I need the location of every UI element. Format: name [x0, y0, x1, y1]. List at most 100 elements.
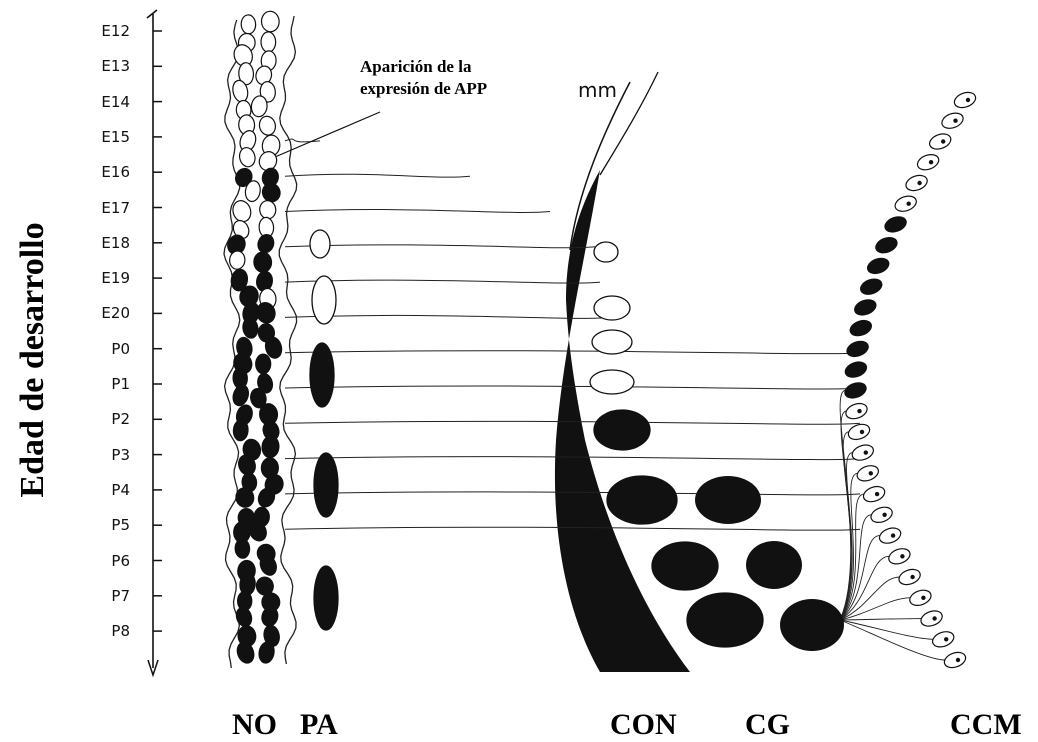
receptor-neuron-open [259, 200, 277, 220]
ccm-cell-open [846, 422, 871, 443]
ccm-dendrite [840, 598, 910, 620]
stage-label-e12: E12 [94, 22, 130, 40]
pa-cell-open [310, 230, 330, 258]
y-axis-title-text: Edad de desarrollo [14, 222, 52, 497]
receptor-neuron-filled [260, 181, 283, 205]
ccm-cell-filled [845, 339, 870, 360]
region-label-no: NO [232, 708, 277, 742]
receptor-neuron-filled [256, 232, 277, 254]
y-axis-title: Edad de desarrollo [0, 0, 60, 742]
ccm-cell-open [861, 484, 886, 505]
ccm-cell-open [893, 193, 918, 214]
app-expression-annotation: Aparición de la expresión de APP [360, 56, 487, 100]
ccm-cell-open [877, 525, 902, 546]
axon [285, 210, 550, 213]
con-cell-filled [607, 476, 677, 524]
ccm-cell-nucleus [891, 533, 895, 537]
ccm-cell-nucleus [860, 430, 864, 434]
region-label-ccm: CCM [950, 708, 1022, 742]
ccm-cell-open [887, 546, 912, 567]
ccm-cell-nucleus [932, 616, 936, 620]
ccm-cell-nucleus [941, 139, 945, 143]
stage-label-p2: P2 [94, 410, 130, 428]
receptor-neuron-filled [231, 383, 251, 407]
ccm-cell-open [940, 110, 965, 131]
cg-cell [695, 476, 761, 524]
ccm-cell-nucleus [875, 492, 879, 496]
ccm-cell-open [844, 401, 869, 422]
ccm-cell-filled [874, 235, 899, 256]
ccm-cell-nucleus [917, 181, 921, 185]
stage-label-p0: P0 [94, 340, 130, 358]
stage-label-p1: P1 [94, 375, 130, 393]
ccm-cell-nucleus [910, 575, 914, 579]
ccm-dendrite [840, 620, 933, 639]
annotation-line-1: Aparición de la [360, 56, 487, 78]
ccm-cell-open [919, 608, 944, 629]
stage-label-e19: E19 [94, 269, 130, 287]
ccm-cell-open [904, 173, 929, 194]
receptor-neuron-open [241, 15, 256, 35]
ccm-cell-open [930, 629, 955, 650]
ccm-cell-filled [843, 380, 868, 401]
receptor-neuron-open [261, 11, 280, 33]
stage-label-e16: E16 [94, 163, 130, 181]
ccm-cell-open [869, 504, 894, 525]
ccm-cell-open [908, 587, 933, 608]
region-label-con: CON [610, 708, 677, 742]
ccm-cell-nucleus [857, 409, 861, 413]
axis-break-mark [147, 10, 157, 18]
receptor-neuron-open [258, 115, 278, 137]
receptor-neuron-open [238, 146, 257, 169]
ccm-cell-filled [843, 359, 868, 380]
stage-label-e17: E17 [94, 199, 130, 217]
stage-label-e18: E18 [94, 234, 130, 252]
ccm-cell-filled [848, 318, 873, 339]
ccm-dendrite [840, 619, 922, 620]
annotation-pointer [268, 112, 380, 160]
ccm-cell-filled [865, 256, 890, 277]
con-cell-open [590, 370, 634, 394]
ccm-cell-nucleus [921, 596, 925, 600]
region-label-cg: CG [745, 708, 790, 742]
ccm-cell-open [915, 152, 940, 173]
stage-label-p4: P4 [94, 481, 130, 499]
receptor-neuron-filled [256, 354, 271, 374]
con-cell-open [592, 330, 632, 354]
mm-marker: mm [578, 78, 617, 102]
axon [285, 174, 470, 177]
receptor-neuron-filled [234, 605, 254, 628]
ccm-cell-open [952, 90, 977, 111]
ccm-cell-open [850, 442, 875, 463]
ccm-cell-nucleus [953, 119, 957, 123]
ccm-cell-nucleus [907, 202, 911, 206]
axon [285, 351, 860, 354]
stage-label-e15: E15 [94, 128, 130, 146]
stage-label-p8: P8 [94, 622, 130, 640]
ccm-cell-nucleus [864, 450, 868, 454]
axon [285, 315, 610, 318]
stage-label-p3: P3 [94, 446, 130, 464]
axon [285, 245, 595, 248]
con-cell-open [594, 242, 618, 262]
ccm-cell-nucleus [882, 513, 886, 517]
receptor-neuron-filled [233, 419, 249, 441]
stage-label-p7: P7 [94, 587, 130, 605]
ccm-cell-filled [858, 276, 883, 297]
ccm-cell-nucleus [944, 637, 948, 641]
ccm-cell-nucleus [956, 658, 960, 662]
ccm-cell-open [942, 650, 967, 671]
stage-label-e13: E13 [94, 57, 130, 75]
pa-cell-cluster [312, 276, 336, 324]
receptor-neuron-filled [235, 539, 250, 559]
con-cell-filled [687, 593, 763, 647]
pa-cell-cluster [310, 343, 334, 407]
con-cell-filled [594, 410, 650, 450]
receptor-neuron-open [261, 32, 276, 52]
ccm-cell-nucleus [869, 471, 873, 475]
pa-cell-cluster [314, 453, 338, 517]
stage-label-e14: E14 [94, 93, 130, 111]
con-cell-open [594, 296, 630, 320]
age-axis [147, 10, 162, 675]
